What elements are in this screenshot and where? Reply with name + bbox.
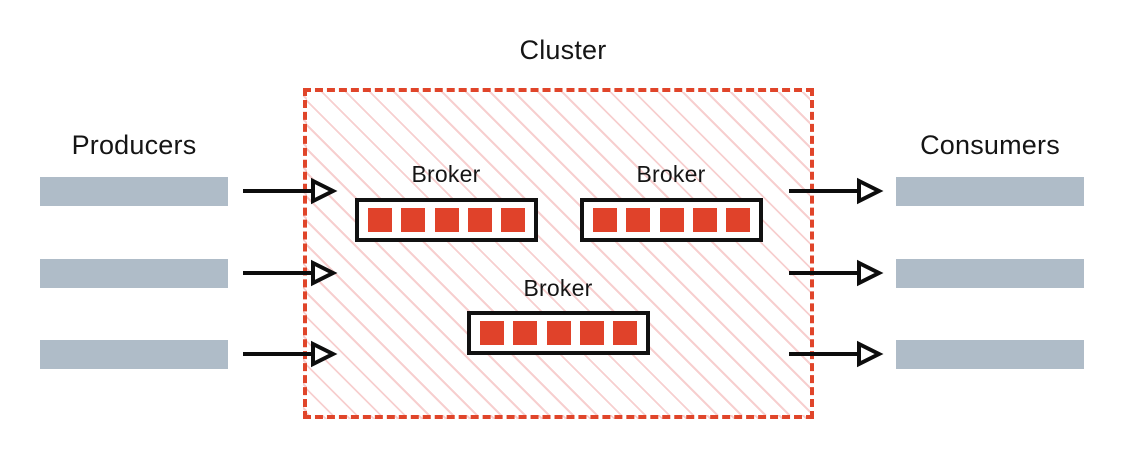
- partition-square: [593, 208, 617, 232]
- consumer-bar-3[interactable]: [896, 340, 1084, 369]
- broker-1[interactable]: [355, 198, 538, 242]
- broker-1-label: Broker: [411, 161, 481, 187]
- partition-square: [726, 208, 750, 232]
- cluster-boundary: [303, 88, 814, 419]
- partition-square: [626, 208, 651, 232]
- broker-3[interactable]: [467, 311, 650, 355]
- partition-square: [546, 321, 571, 345]
- consumers-label: Consumers: [920, 130, 1060, 160]
- broker-2[interactable]: [580, 198, 763, 242]
- partition-square: [579, 321, 604, 345]
- cluster-label: Cluster: [519, 35, 607, 65]
- partition-square: [513, 321, 538, 345]
- producers-label: Producers: [71, 130, 197, 160]
- partition-square: [401, 208, 426, 232]
- partition-square: [501, 208, 525, 232]
- consumer-bar-2[interactable]: [896, 259, 1084, 288]
- partition-square: [368, 208, 392, 232]
- producer-bar-1[interactable]: [40, 177, 228, 206]
- partition-square: [480, 321, 504, 345]
- partition-square: [692, 208, 717, 232]
- partition-square: [613, 321, 637, 345]
- broker-2-label: Broker: [636, 161, 706, 187]
- partition-square: [659, 208, 684, 232]
- producer-bar-3[interactable]: [40, 340, 228, 369]
- consumer-bar-1[interactable]: [896, 177, 1084, 206]
- partition-square: [434, 208, 459, 232]
- partition-square: [467, 208, 492, 232]
- producer-bar-2[interactable]: [40, 259, 228, 288]
- broker-3-label: Broker: [523, 275, 593, 301]
